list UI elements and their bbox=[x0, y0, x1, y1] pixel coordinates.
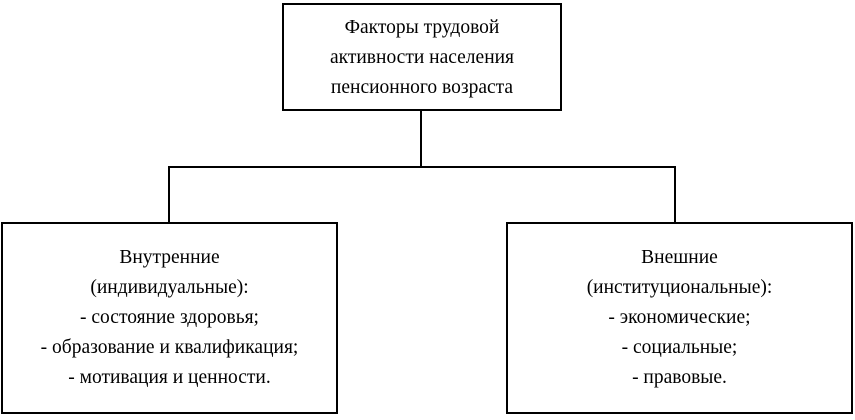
external-factors-subtitle: (институциональные): bbox=[586, 277, 773, 298]
internal-factors-item-2: - образование и квалификация; bbox=[40, 337, 299, 358]
external-factors-node: Внешние (институциональные): - экономиче… bbox=[506, 222, 853, 414]
external-factors-item-2: - социальные; bbox=[621, 337, 738, 358]
root-node-line-2: активности населения bbox=[329, 47, 515, 68]
root-node-line-1: Факторы трудовой bbox=[344, 17, 500, 38]
external-factors-item-1: - экономические; bbox=[608, 307, 751, 328]
connector-stem-vertical bbox=[420, 111, 422, 167]
connector-drop-right bbox=[674, 166, 676, 222]
internal-factors-item-1: - состояние здоровья; bbox=[80, 307, 259, 328]
external-factors-title: Внешние bbox=[641, 247, 718, 268]
root-node-line-3: пенсионного возраста bbox=[330, 77, 514, 98]
internal-factors-node: Внутренние (индивидуальные): - состояние… bbox=[1, 222, 338, 414]
connector-drop-left bbox=[168, 166, 170, 222]
internal-factors-title: Внутренние bbox=[119, 247, 220, 268]
internal-factors-subtitle: (индивидуальные): bbox=[90, 277, 249, 298]
internal-factors-item-3: - мотивация и ценности. bbox=[68, 367, 271, 388]
root-node-labor-activity-factors: Факторы трудовой активности населения пе… bbox=[282, 3, 562, 111]
connector-branch-horizontal bbox=[168, 166, 676, 168]
external-factors-item-3: - правовые. bbox=[632, 367, 727, 388]
